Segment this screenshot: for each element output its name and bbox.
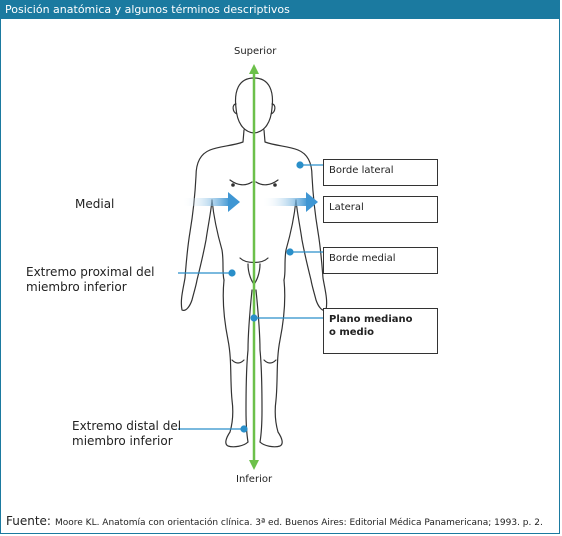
figure-title: Posición anatómica y algunos términos de…	[0, 0, 560, 19]
distal-end-line1: Extremo distal del	[72, 419, 182, 433]
lateral-box: Lateral	[323, 196, 438, 223]
borde-medial-box: Borde medial	[323, 247, 438, 274]
plano-mediano-box: Plano mediano o medio	[323, 308, 438, 354]
lateral-arrow	[262, 192, 318, 212]
plano-mediano-line1: Plano mediano	[329, 314, 413, 325]
source-label: Fuente:	[6, 514, 51, 528]
inferior-label: Inferior	[236, 474, 273, 485]
borde-lateral-box: Borde lateral	[323, 159, 438, 186]
medial-arrow	[182, 192, 240, 212]
plano-mediano-line2: o medio	[329, 327, 375, 338]
human-figure	[180, 77, 328, 448]
median-plane-line	[249, 64, 259, 470]
superior-label: Superior	[234, 46, 277, 57]
distal-end-line2: miembro inferior	[72, 434, 173, 448]
pointer-lines	[178, 161, 323, 433]
distal-end-label: Extremo distal del miembro inferior	[72, 419, 181, 449]
proximal-end-line2: miembro inferior	[26, 280, 127, 294]
medial-label: Medial	[75, 197, 115, 211]
source-citation: Fuente:Moore KL. Anatomía con orientació…	[6, 514, 543, 528]
source-text: Moore KL. Anatomía con orientación clíni…	[54, 518, 543, 528]
proximal-end-line1: Extremo proximal del	[26, 265, 155, 279]
anatomy-diagram	[178, 64, 328, 470]
proximal-end-label: Extremo proximal del miembro inferior	[26, 265, 155, 295]
